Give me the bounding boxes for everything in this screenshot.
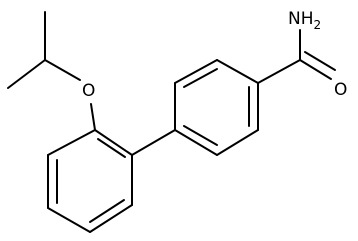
ring1-bond-4 [47, 207, 91, 233]
amide-nitrogen-label: NH2 [288, 9, 321, 32]
bond-carbonyl-double-1 [299, 59, 332, 80]
carbonyl-oxygen-label: O [334, 80, 347, 100]
isopropyl-group [7, 11, 81, 89]
nitrogen-hydrogen: H [301, 9, 314, 29]
ring1-bond-6 [47, 129, 96, 156]
nitrogen-hydrogen-count: 2 [314, 18, 322, 32]
bond-methyl-left [7, 59, 46, 89]
ring2-bond-3 [216, 59, 259, 84]
bond-biaryl [131, 129, 176, 156]
bond-oxygen-to-ring [90, 103, 96, 131]
bond-ch-to-oxygen [44, 59, 81, 81]
lower-phenyl-ring [47, 129, 133, 233]
upper-phenyl-ring [174, 59, 259, 156]
ring2-inner-bond-c [183, 125, 218, 146]
ring1-inner-bond-b [89, 199, 125, 223]
ring2-bond-6 [174, 129, 218, 156]
bond-carbonyl-double-2 [304, 51, 336, 71]
ring1-bond-1 [94, 129, 133, 156]
ring2-bond-5 [216, 129, 259, 156]
bond-ring-to-carbonyl [257, 59, 301, 84]
amide-group [257, 29, 336, 84]
ether-oxygen-label: O [82, 81, 95, 101]
ring2-bond-2 [174, 59, 218, 84]
ring1-inner-bond-a [97, 138, 126, 158]
nitrogen-symbol: N [288, 9, 301, 29]
ring2-inner-bond-a [183, 68, 218, 88]
ring1-bond-3 [89, 204, 133, 233]
